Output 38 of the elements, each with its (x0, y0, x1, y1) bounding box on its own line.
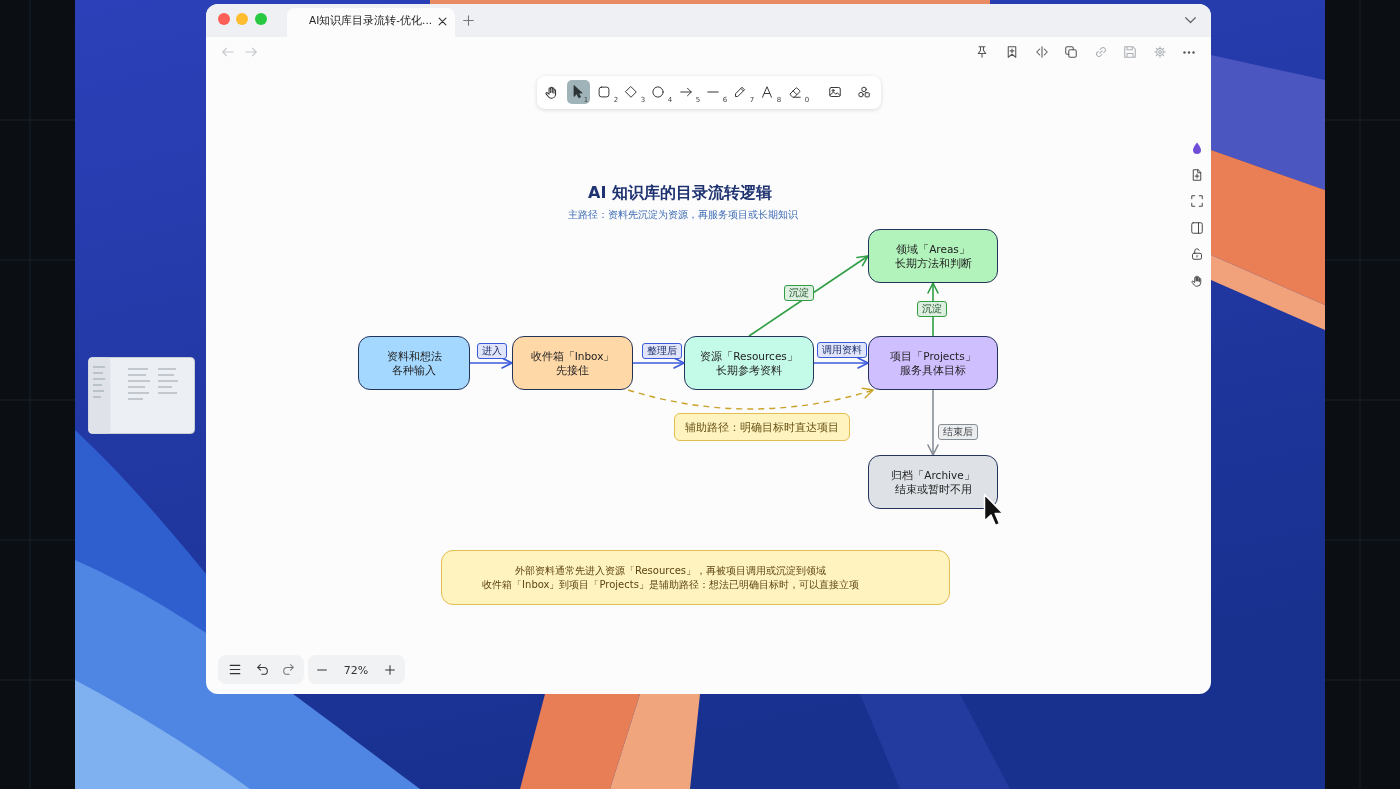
note-box (441, 550, 950, 605)
tab-title: AI知识库目录流转-优化... (309, 14, 433, 28)
step-description: 长期方法和判断 (894, 256, 972, 270)
arrow (927, 389, 939, 456)
edge-label: 沉淀 (784, 285, 814, 301)
diagram-title: AI 知识库的目录流转逻辑 (588, 182, 772, 204)
step-description: 结束或暂时不用 (894, 482, 972, 496)
edge-label: 沉淀 (917, 301, 947, 317)
process-box (868, 455, 998, 509)
edge-label: 整理后 (642, 343, 682, 359)
edge-label: 结束后 (938, 424, 978, 440)
step-title: 领域「Areas」 (896, 242, 970, 256)
arrow (632, 357, 685, 369)
process-box (684, 336, 814, 390)
step-title: 资料和想法 (386, 349, 442, 363)
process-box (868, 336, 998, 390)
step-title: 资源「Resources」 (700, 349, 798, 363)
process-box (868, 229, 998, 283)
process-box (512, 336, 633, 390)
zoom-level: 72% (343, 663, 369, 676)
arrow (469, 357, 513, 369)
note-text: 外部资料通常先进入资源「Resources」，再被项目调用或沉淀到领域 (514, 563, 827, 578)
step-title: 归档「Archive」 (891, 468, 975, 482)
diagram-subtitle: 主路径：资料先沉淀为资源，再服务项目或长期知识 (568, 208, 798, 222)
edge-label: 辅助路径：明确目标时直达项目 (674, 413, 850, 441)
step-title: 项目「Projects」 (890, 349, 976, 363)
step-description: 长期参考资料 (716, 363, 782, 377)
arrow (748, 255, 869, 337)
step-description: 先接住 (556, 363, 589, 377)
arrow (813, 357, 869, 369)
edge-label: 进入 (477, 343, 507, 359)
note-text: 收件箱「Inbox」到项目「Projects」是辅助路径：想法已明确目标时，可以直接立项 (482, 577, 859, 592)
step-description: 各种输入 (392, 363, 436, 377)
process-box (358, 336, 470, 390)
edge-label: 调用资料 (817, 342, 867, 358)
step-description: 服务具体目标 (900, 363, 966, 377)
step-title: 收件箱「Inbox」 (530, 349, 615, 363)
dashed-arrow (627, 387, 874, 410)
